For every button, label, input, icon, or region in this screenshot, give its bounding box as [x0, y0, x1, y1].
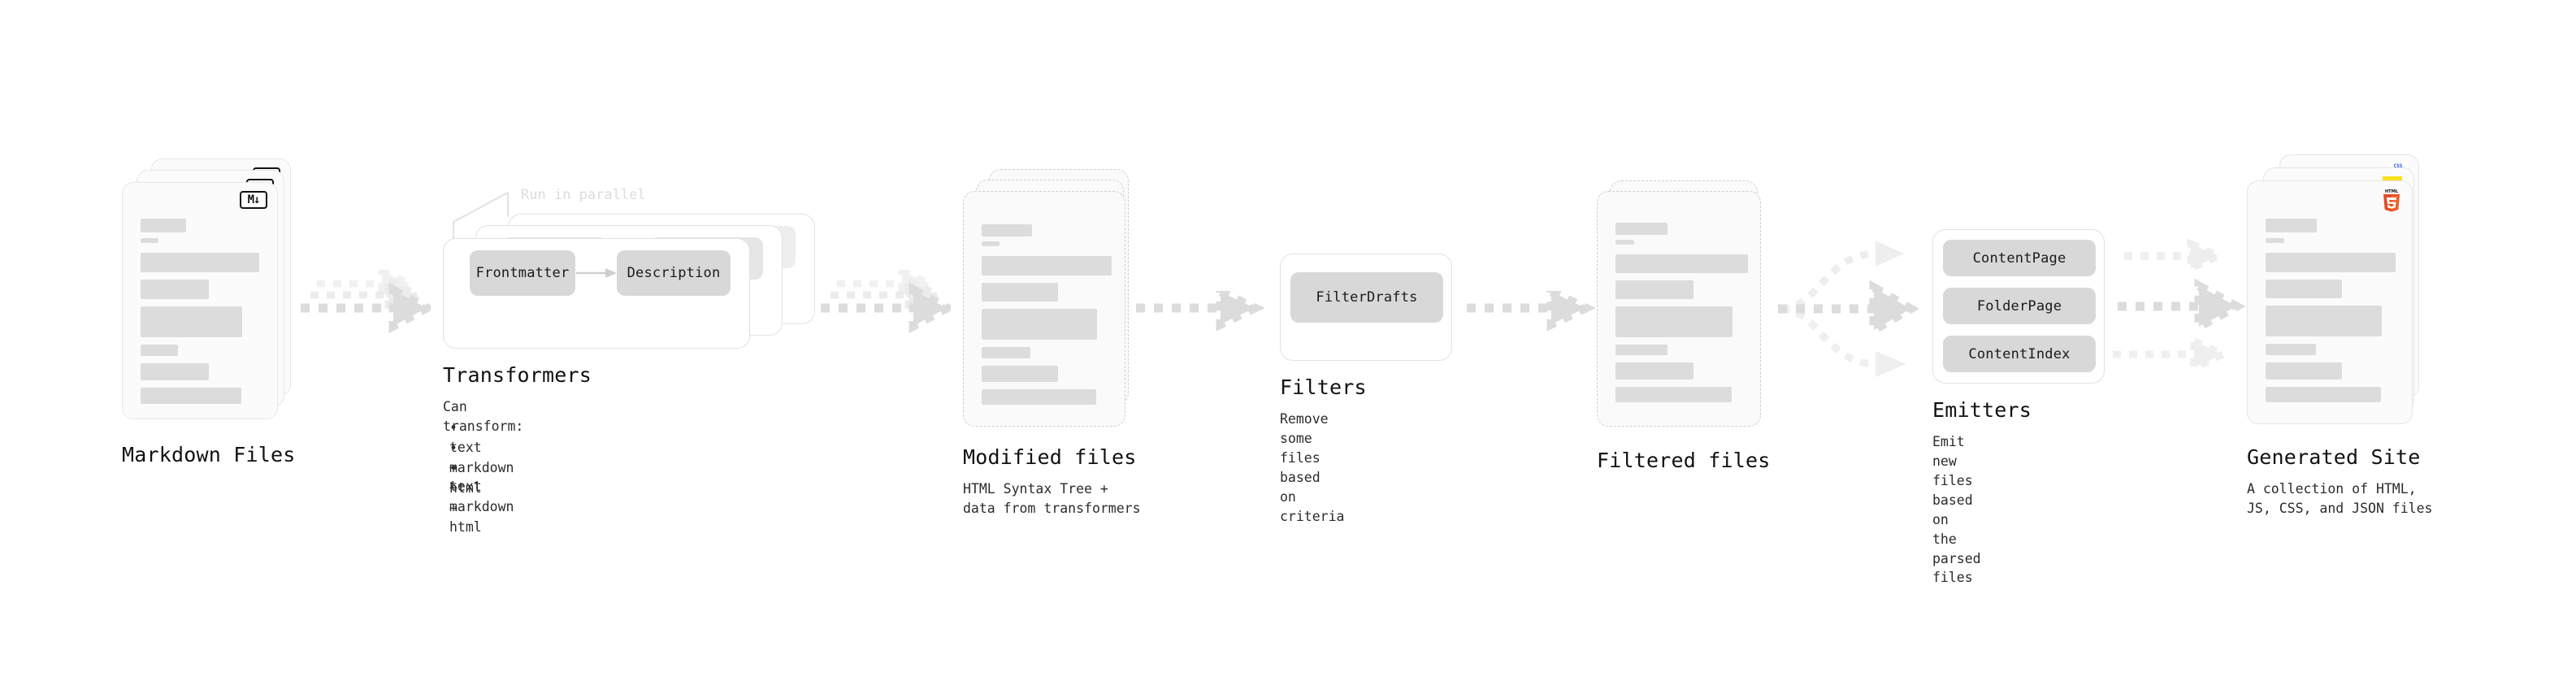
markdown-card-stack: M↓ M↓ M↓ — [122, 158, 301, 427]
run-in-parallel-bracket — [452, 191, 510, 240]
filtered-card-stack — [1597, 180, 1776, 440]
modified-card-stack — [963, 169, 1142, 437]
emitters-desc: Emit new files based on the parsed files — [1932, 434, 1981, 586]
chip-folderpage[interactable]: FolderPage — [1943, 288, 2096, 324]
stage-filtered-files: Filtered files — [1597, 180, 1776, 472]
card-skeleton — [141, 219, 261, 404]
card-skeleton — [982, 224, 1112, 405]
generated-card-stack: CSS HTML — [2247, 154, 2434, 431]
filtered-title: Filtered files — [1597, 449, 1771, 472]
connector-emitters-to-generated — [2113, 237, 2255, 387]
card-skeleton — [2266, 219, 2396, 402]
generated-card-front[interactable]: HTML — [2247, 180, 2413, 424]
chip-description[interactable]: Description — [617, 250, 731, 296]
generated-title: Generated Site — [2247, 445, 2421, 469]
chip-contentindex[interactable]: ContentIndex — [1943, 336, 2096, 372]
connector-filtered-to-emitters — [1778, 234, 1928, 388]
modified-desc: HTML Syntax Tree + data from transformer… — [963, 481, 1141, 516]
transformers-desc-item-0: • text → text — [449, 420, 482, 494]
transformers-title: Transformers — [443, 363, 592, 387]
filters-title: Filters — [1280, 375, 1367, 399]
emitters-title: Emitters — [1932, 398, 2032, 422]
chip-frontmatter[interactable]: Frontmatter — [470, 250, 575, 296]
markdown-card-front[interactable]: M↓ — [122, 182, 278, 419]
connector-transformers-to-modified — [821, 266, 956, 354]
transformer-card-front[interactable]: Frontmatter Description — [443, 238, 750, 349]
modified-title: Modified files — [963, 445, 1137, 469]
svg-text:HTML: HTML — [2385, 189, 2399, 194]
chip-filterdrafts[interactable]: FilterDrafts — [1290, 272, 1443, 323]
transformers-desc-lead: Can transform: — [443, 399, 524, 434]
connector-modified-to-filters — [1136, 284, 1266, 343]
markdown-title: Markdown Files — [122, 443, 296, 466]
modified-card-front[interactable] — [963, 191, 1125, 427]
card-skeleton — [1615, 223, 1748, 402]
chip-contentpage[interactable]: ContentPage — [1943, 240, 2096, 276]
stage-markdown-files: M↓ M↓ M↓ Markdown Files — [122, 158, 301, 466]
html5-icon: HTML — [2381, 188, 2402, 212]
generated-desc: A collection of HTML, JS, CSS, and JSON … — [2247, 481, 2433, 516]
connector-filters-to-filtered — [1467, 284, 1597, 343]
connector-markdown-to-transformers — [301, 266, 436, 354]
stage-modified-files: Modified files HTML Syntax Tree + data f… — [963, 169, 1142, 516]
stage-generated-site: CSS HTML — [2247, 154, 2434, 516]
emitters-box[interactable]: ContentPage FolderPage ContentIndex — [1932, 229, 2105, 384]
run-in-parallel-label: Run in parallel — [521, 187, 646, 203]
filters-box[interactable]: FilterDrafts — [1280, 254, 1452, 361]
filtered-card-front[interactable] — [1597, 191, 1761, 427]
chip-arrow-icon — [576, 268, 617, 278]
markdown-icon: M↓ — [240, 191, 267, 209]
filters-desc: Remove some files based on criteria — [1280, 411, 1345, 524]
transformers-desc-item-2: • html → html — [449, 461, 482, 535]
transformers-desc-item-1: • markdown → markdown — [449, 440, 514, 514]
